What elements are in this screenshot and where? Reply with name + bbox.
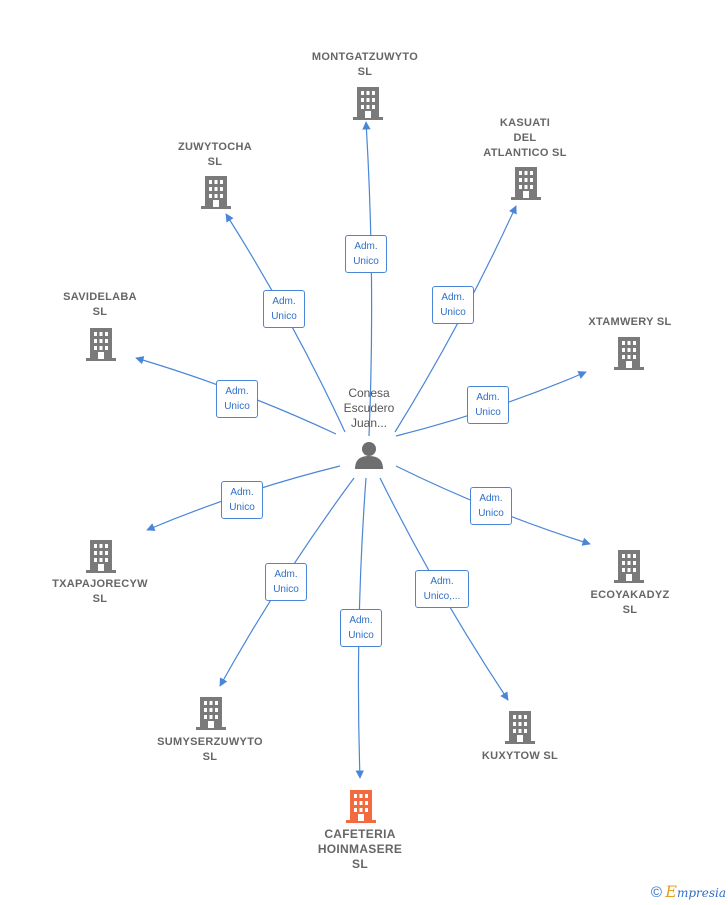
building-icon[interactable] — [511, 167, 541, 200]
company-label-xtamwery[interactable]: XTAMWERY SL — [588, 316, 672, 328]
role-badge-montgatzuwyto: Adm. Unico — [345, 235, 387, 273]
role-badge-kuxytow: Adm. Unico,... — [415, 570, 469, 608]
company-label-savidelaba[interactable]: SAVIDELABA SL — [63, 291, 137, 318]
company-label-ecoyakadyz[interactable]: ECOYAKADYZ SL — [590, 589, 670, 616]
company-label-sumyserzuwyto[interactable]: SUMYSERZUWYTO SL — [157, 736, 263, 763]
building-icon[interactable] — [614, 550, 644, 583]
company-label-zuwytocha[interactable]: ZUWYTOCHA SL — [178, 141, 252, 168]
role-badge-txapajorecyw: Adm. Unico — [221, 481, 263, 519]
role-badge-kasuati: Adm. Unico — [432, 286, 474, 324]
empresia-logo: © Empresia — [650, 882, 726, 901]
role-badge-xtamwery: Adm. Unico — [467, 386, 509, 424]
building-icon[interactable] — [346, 790, 376, 823]
building-icon[interactable] — [201, 176, 231, 209]
center-person-label[interactable]: Conesa Escudero Juan... — [343, 386, 395, 430]
role-badge-zuwytocha: Adm. Unico — [263, 290, 305, 328]
person-icon — [355, 442, 383, 469]
company-label-kasuati[interactable]: KASUATI DEL ATLANTICO SL — [483, 117, 567, 159]
company-label-txapajorecyw[interactable]: TXAPAJORECYW SL — [52, 578, 148, 605]
company-label-montgatzuwyto[interactable]: MONTGATZUWYTO SL — [311, 51, 419, 78]
building-icon[interactable] — [614, 337, 644, 370]
building-icon[interactable] — [353, 87, 383, 120]
edge-montgatzuwyto — [362, 121, 373, 437]
role-badge-cafeteria: Adm. Unico — [340, 609, 382, 647]
icons-group — [86, 87, 644, 823]
building-icon[interactable] — [196, 697, 226, 730]
company-label-kuxytow[interactable]: KUXYTOW SL — [481, 750, 559, 762]
building-icon[interactable] — [505, 711, 535, 744]
building-icon[interactable] — [86, 328, 116, 361]
company-label-cafeteria[interactable]: CAFETERIA HOINMASERE SL — [317, 827, 403, 871]
building-icon[interactable] — [86, 540, 116, 573]
role-badge-savidelaba: Adm. Unico — [216, 380, 258, 418]
role-badge-ecoyakadyz: Adm. Unico — [470, 487, 512, 525]
role-badge-sumyserzuwyto: Adm. Unico — [265, 563, 307, 601]
